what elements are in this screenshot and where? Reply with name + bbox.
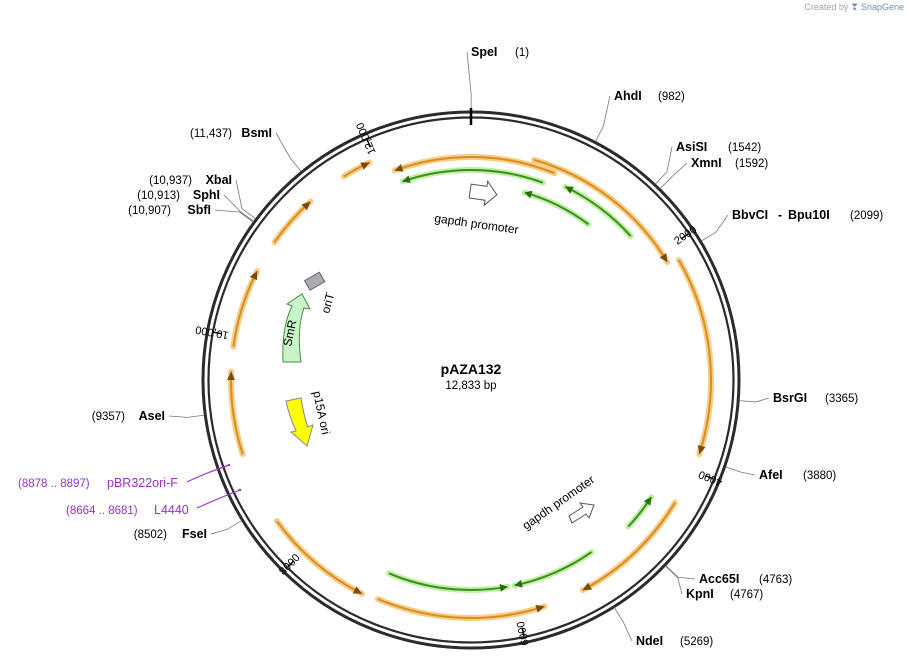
site-spei[interactable]: SpeI (1) <box>466 45 529 112</box>
site-name: XbaI <box>206 173 232 187</box>
feature-label: gapdh promoter <box>434 211 520 237</box>
site-name: XmnI <box>691 156 722 170</box>
site-name: NdeI <box>636 634 663 648</box>
feature-arc-orange[interactable] <box>579 499 679 594</box>
feature-arc-green[interactable] <box>511 549 595 589</box>
tick-label: 8000 <box>277 552 303 578</box>
site-name: Acc65I <box>699 572 739 586</box>
feature-arc-green[interactable] <box>562 183 634 240</box>
primer-pbr322ori-f[interactable]: (8878 .. 8897) pBR322ori-F <box>18 463 231 490</box>
site-afei[interactable]: AfeI (3880) <box>725 466 837 482</box>
feature-gapdh-promoter-1[interactable]: gapdh promoter <box>434 179 520 237</box>
plasmid-name: pAZA132 <box>441 361 502 377</box>
site-name: BbvCI <box>732 208 768 222</box>
primer-label: pBR322ori-F <box>107 476 178 490</box>
site-position: (5269) <box>680 636 713 648</box>
site-xbai[interactable]: XbaI (10,937) <box>149 173 256 220</box>
feature-gapdh-promoter-2[interactable]: gapdh promoter <box>520 472 597 532</box>
feature-arc-orange[interactable] <box>271 198 314 246</box>
tick-mark <box>213 331 222 335</box>
feature-arc-orange[interactable] <box>340 159 373 180</box>
tick-label: 4000 <box>697 468 724 488</box>
site-xmni[interactable]: XmnI (1592) <box>659 156 768 189</box>
primer-pos: (8878 .. 8897) <box>18 478 90 490</box>
site-position: (1) <box>515 47 529 59</box>
site-name: AseI <box>139 409 165 423</box>
site-name: KpnI <box>686 587 714 601</box>
primer-l4440[interactable]: (8664 .. 8681) L4440 <box>66 488 242 517</box>
primer-pos: (8664 .. 8681) <box>66 505 138 517</box>
feature-p15a-ori[interactable]: p15A ori <box>285 390 333 447</box>
feature-label: oriT <box>318 291 337 315</box>
site-bbvci[interactable]: BbvCI-Bpu10I (2099) <box>701 208 883 242</box>
site-name: BsmI <box>241 126 272 140</box>
tick-mark <box>705 475 714 480</box>
site-position: (4767) <box>730 589 763 601</box>
site-position: (10,913) <box>137 190 180 202</box>
site-name: AfeI <box>759 468 783 482</box>
primer-label: L4440 <box>154 503 189 517</box>
feature-smr[interactable]: SmR <box>280 293 311 363</box>
feature-arc-orange[interactable] <box>375 596 548 621</box>
snapgene-logo-icon: ❣ <box>850 2 859 12</box>
site-name: AhdI <box>614 89 642 103</box>
tick-label: 10,000 <box>194 323 229 341</box>
feature-label: SmR <box>280 318 299 347</box>
site-name: AsiSI <box>676 140 707 154</box>
site-fsei[interactable]: FseI (8502) <box>134 520 242 541</box>
site-sphi[interactable]: SphI (10,913) <box>137 188 254 222</box>
site-bsrgi[interactable]: BsrGI (3365) <box>739 391 858 405</box>
site-kpni[interactable]: KpnI (4767) <box>665 565 763 601</box>
site-position: (4763) <box>759 574 792 586</box>
site-sbfi[interactable]: SbfI (10,907) <box>128 203 254 223</box>
feature-label: gapdh promoter <box>520 472 597 532</box>
site-position: (2099) <box>850 210 883 222</box>
tick-mark <box>366 139 372 148</box>
credit-label: Created by ❣ SnapGene <box>804 2 904 13</box>
site-asisi[interactable]: AsiSI (1542) <box>655 140 761 185</box>
site-position: (982) <box>658 91 685 103</box>
tick-mark <box>521 628 525 637</box>
site-asei[interactable]: AseI (9357) <box>92 409 205 423</box>
site-separator: - <box>778 208 782 222</box>
site-name: SphI <box>193 188 220 202</box>
site-acc65i[interactable]: Acc65I (4763) <box>665 565 793 586</box>
feature-arc-orange[interactable] <box>531 156 671 266</box>
site-position: (3880) <box>803 470 836 482</box>
site-position: (1592) <box>735 158 768 170</box>
site-position: (1542) <box>728 142 761 154</box>
site-name: SpeI <box>471 45 497 59</box>
site-bsmi[interactable]: BsmI (11,437) <box>190 126 302 172</box>
feature-label: p15A ori <box>310 390 333 436</box>
plasmid-length: 12,833 bp <box>445 380 496 392</box>
site-name-2: Bpu10I <box>788 208 830 222</box>
tick-label: 6000 <box>515 620 532 646</box>
feature-arc-green[interactable] <box>521 189 592 228</box>
feature-arc-green[interactable] <box>385 570 511 593</box>
site-position: (9357) <box>92 411 125 423</box>
feature-arc-orange[interactable] <box>391 154 558 177</box>
feature-arc-green[interactable] <box>625 494 655 530</box>
feature-arc-orange[interactable] <box>273 518 366 597</box>
site-position: (3365) <box>825 393 858 405</box>
tick-mark <box>287 560 295 568</box>
feature-orit[interactable]: oriT <box>303 271 338 315</box>
feature-arc-orange[interactable] <box>675 257 714 458</box>
site-ndei[interactable]: NdeI (5269) <box>613 607 713 648</box>
site-name: FseI <box>182 527 207 541</box>
site-ahdi[interactable]: AhdI (982) <box>595 89 685 142</box>
site-position: (10,907) <box>128 205 171 217</box>
site-position: (11,437) <box>190 128 232 140</box>
site-position: (8502) <box>134 529 167 541</box>
site-position: (10,937) <box>149 175 192 187</box>
credit-brand: SnapGene <box>860 2 904 12</box>
feature-arc-green[interactable] <box>399 167 546 186</box>
site-name: BsrGI <box>773 391 807 405</box>
tick-mark <box>681 233 689 240</box>
feature-arc-orange[interactable] <box>230 268 261 350</box>
feature-arc-orange[interactable] <box>227 368 246 458</box>
credit-prefix: Created by <box>804 2 849 12</box>
site-name: SbfI <box>187 203 211 217</box>
